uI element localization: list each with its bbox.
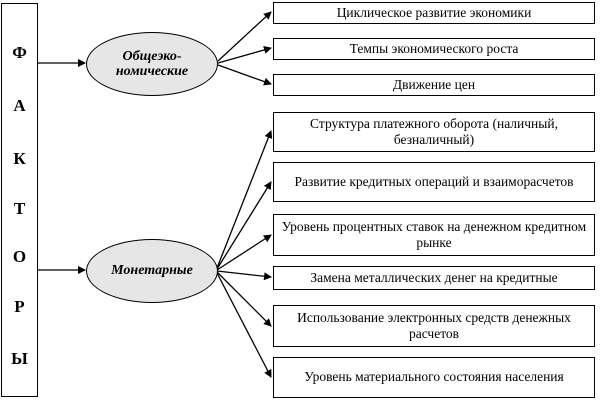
economic-factors-oval: Общеэко- номические	[86, 32, 218, 96]
economic-item-box: Движение цен	[273, 74, 595, 96]
arrow-mon-6	[216, 272, 272, 378]
monetary-item-text: Замена металлических денег на кредитные	[310, 269, 558, 285]
monetary-item-box: Использование электронных средств денежн…	[273, 305, 595, 347]
monetary-factors-oval: Монетарные	[86, 239, 218, 303]
arrow-mon-2	[216, 181, 272, 270]
factors-vertical-box: Ф А К Т О Р Ы	[1, 3, 38, 397]
monetary-item-text: Структура платежного оборота (наличный, …	[310, 115, 558, 147]
monetary-item-box: Замена металлических денег на кредитные	[273, 266, 595, 290]
economic-item-text: Темпы экономического роста	[349, 40, 519, 56]
monetary-factors-label: Монетарные	[111, 263, 193, 279]
monetary-item-box: Структура платежного оборота (наличный, …	[273, 112, 595, 152]
arrow-econ-3	[217, 64, 272, 86]
arrow-econ-2	[217, 46, 272, 64]
monetary-item-text: Уровень процентных ставок на денежном кр…	[281, 218, 587, 250]
factors-letter: О	[12, 247, 27, 266]
monetary-item-box: Развитие кредитных операций и взаиморасч…	[273, 162, 595, 202]
economic-item-box: Темпы экономического роста	[273, 38, 595, 60]
arrow-mon-3	[216, 234, 272, 271]
arrow-econ-1	[217, 11, 272, 62]
monetary-item-box: Уровень материального состояния населени…	[273, 357, 595, 398]
factors-letter: Р	[14, 297, 25, 316]
factors-letter: А	[13, 96, 26, 115]
monetary-item-text: Развитие кредитных операций и взаиморасч…	[294, 173, 574, 189]
factors-letter: Ф	[12, 43, 27, 62]
monetary-item-box: Уровень процентных ставок на денежном кр…	[273, 214, 595, 256]
factors-letter: К	[13, 149, 26, 168]
economic-factors-label: Общеэко- номические	[115, 48, 189, 79]
monetary-item-text: Использование электронных средств денежн…	[297, 309, 571, 341]
arrow-mon-1	[216, 130, 273, 269]
factors-letter: Ы	[11, 349, 28, 368]
economic-item-box: Циклическое развитие экономики	[273, 2, 595, 24]
economic-item-text: Циклическое развитие экономики	[336, 4, 532, 20]
economic-item-text: Движение цен	[392, 76, 476, 92]
arrow-mon-4	[216, 270, 272, 281]
factors-letter: Т	[13, 199, 26, 218]
arrow-mon-5	[216, 271, 272, 327]
monetary-item-text: Уровень материального состояния населени…	[304, 369, 564, 385]
